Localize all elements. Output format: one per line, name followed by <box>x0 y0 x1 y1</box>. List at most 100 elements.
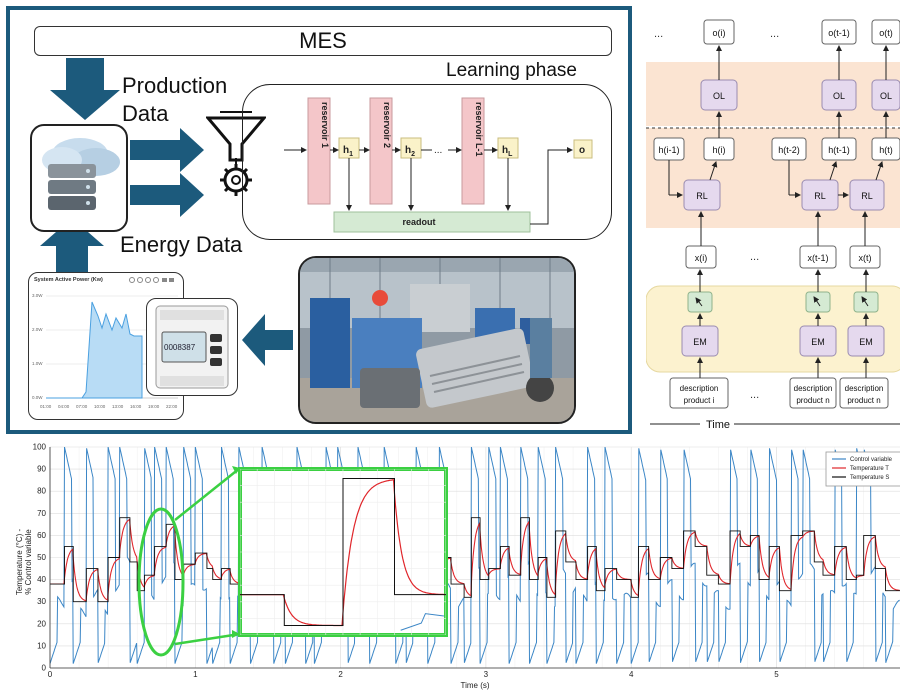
energy-data-label: Energy Data <box>120 232 243 257</box>
mes-bar: MES <box>34 26 612 56</box>
output-t-label: o(t) <box>879 28 893 38</box>
hl-label: hL <box>502 145 513 158</box>
left-arrow-machine <box>242 314 293 366</box>
input-i-label: x(i) <box>695 253 708 263</box>
chart-legend <box>825 451 900 487</box>
embed-vector-t <box>853 291 879 313</box>
meter-display: 0008387 <box>164 343 196 352</box>
description-t1-line1: description <box>794 384 833 393</box>
y-tick-label: 10 <box>37 641 46 650</box>
zoom-line-bottom <box>174 632 241 646</box>
y-tick-label: 80 <box>37 487 46 496</box>
hidden-prev-t-label: h(t-2) <box>778 145 800 155</box>
legend-temperature-s: Temperature S <box>850 475 889 481</box>
rl-i-label: RL <box>696 191 708 201</box>
output-node-i <box>703 19 735 45</box>
em-i-label: EM <box>693 337 707 347</box>
description-t1-line2: product n <box>796 396 829 405</box>
y-tick-label: 30 <box>37 597 46 606</box>
description-box-i <box>669 377 729 409</box>
y-tick-label: 100 <box>33 443 47 452</box>
output-i-label: o(i) <box>713 28 726 38</box>
ol-t-label: OL <box>880 91 892 101</box>
output-t1-label: o(t-1) <box>828 28 850 38</box>
rl-t-label: RL <box>861 191 873 201</box>
power-xtick-0: 01:00 <box>40 404 52 409</box>
y-tick-label: 50 <box>37 553 46 562</box>
zoom-line-top <box>174 467 241 521</box>
embed-vector-t1 <box>805 291 831 313</box>
zoom-ellipse <box>137 507 185 657</box>
control-variable-line <box>50 447 900 664</box>
time-axis-label: Time <box>706 419 730 431</box>
rnn-diagram: ... ... ... ... o(i) o(t-1) o(t) OL OL O… <box>646 19 900 431</box>
inset-temperature-s-line <box>240 477 446 627</box>
energy-meter-icon: 0008387 <box>155 305 229 389</box>
legend-temperature-t: Temperature T <box>850 466 889 472</box>
output-band <box>646 62 900 126</box>
x-tick-label: 4 <box>629 670 634 679</box>
power-xtick-7: 22:00 <box>166 404 178 409</box>
reservoir-l-label: reservoir L-1 <box>474 102 484 157</box>
power-xtick-4: 13:00 <box>112 404 124 409</box>
chart-xlabel: Time (s) <box>460 681 489 690</box>
x-tick-label: 5 <box>774 670 779 679</box>
ol-i-label: OL <box>713 91 725 101</box>
power-xtick-5: 16:00 <box>130 404 142 409</box>
em-t1-label: EM <box>811 337 825 347</box>
temperature-s-line <box>50 517 900 603</box>
reservoir-2-label: reservoir 2 <box>382 102 392 148</box>
hidden-t-label: h(t) <box>879 145 893 155</box>
x-tick-label: 3 <box>484 670 489 679</box>
power-ytick-3: 3.0W <box>32 293 43 298</box>
input-t-label: x(t) <box>859 253 872 263</box>
inset-control-line <box>400 613 445 631</box>
power-panel-title: System Active Power (Kw) <box>34 277 103 283</box>
readout-label: readout <box>402 217 435 227</box>
rnn-top-ellipsis-1: ... <box>654 28 663 40</box>
output-node-t <box>871 19 900 45</box>
reservoir-l-block <box>461 97 485 205</box>
production-data-label: Production Data <box>122 72 227 128</box>
down-arrow-mes <box>50 58 120 120</box>
power-area <box>46 301 143 399</box>
description-box-t1 <box>789 377 837 409</box>
power-ytick-0: 0.0W <box>32 395 43 400</box>
machine-photo-frame <box>298 256 576 424</box>
right-arrow-2 <box>130 173 204 217</box>
x-tick-label: 1 <box>193 670 198 679</box>
em-t-label: EM <box>859 337 873 347</box>
reservoir-1-label: reservoir 1 <box>320 102 330 148</box>
data-label: Data <box>122 101 169 126</box>
power-xtick-2: 07:00 <box>76 404 88 409</box>
embed-vector-i <box>687 291 713 313</box>
h2-label: h2 <box>405 145 415 158</box>
h1-label: h1 <box>343 145 353 158</box>
chart-ylabel-line1: Temperature (°C) - <box>15 529 24 596</box>
legend-control: Control variable <box>850 457 893 463</box>
reservoir-2-block <box>369 97 393 205</box>
y-tick-label: 90 <box>37 465 46 474</box>
up-arrow-energy <box>40 218 104 272</box>
x-tick-label: 0 <box>48 670 53 679</box>
ol-t1-label: OL <box>833 91 845 101</box>
description-t-line2: product n <box>847 396 880 405</box>
database-cloud-icon <box>42 138 120 210</box>
ellipsis-label: ... <box>434 145 442 156</box>
power-ytick-1: 1.0W <box>32 361 43 366</box>
description-box-t <box>839 377 889 409</box>
x-tick-label: 2 <box>338 670 343 679</box>
rl-t1-label: RL <box>814 191 826 201</box>
rl-node-t <box>849 179 885 211</box>
input-t1-label: x(t-1) <box>808 253 829 263</box>
mes-label: MES <box>299 28 347 53</box>
temperature-t-line <box>50 518 900 602</box>
infographic-frame <box>6 6 632 434</box>
reservoir-1-block <box>307 97 331 205</box>
y-tick-label: 40 <box>37 575 46 584</box>
readout-block <box>333 211 531 233</box>
y-tick-label: 20 <box>37 619 46 628</box>
right-arrow-1 <box>130 128 204 172</box>
description-i-line2: product i <box>684 396 715 405</box>
